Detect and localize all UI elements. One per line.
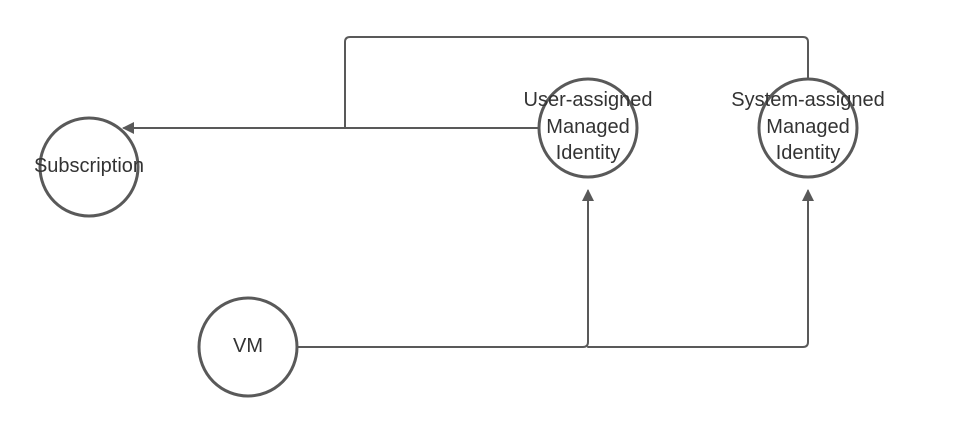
node-system-assigned-managed-identity[interactable]: System-assigned Managed Identity [731, 77, 885, 179]
edge-system-assigned-to-subscription [344, 36, 809, 129]
subscription-circle [38, 116, 140, 218]
subscription-label: Subscription [34, 155, 144, 177]
node-user-assigned-managed-identity[interactable]: User-assigned Managed Identity [524, 77, 653, 179]
user-assigned-circle [537, 77, 639, 179]
user-assigned-label-line3: Identity [556, 142, 620, 164]
vm-circle [197, 296, 299, 398]
edge-vm-to-user-assigned [297, 189, 594, 348]
system-assigned-label-line1: System-assigned [731, 89, 884, 111]
system-assigned-circle [757, 77, 859, 179]
vm-label: VM [233, 335, 263, 357]
user-assigned-label-line2: Managed [546, 116, 629, 138]
edge-vm-to-system-assigned [587, 189, 814, 348]
node-subscription[interactable]: Subscription [34, 116, 144, 218]
user-assigned-label-line1: User-assigned [524, 89, 653, 111]
node-vm[interactable]: VM [197, 296, 299, 398]
system-assigned-label-line3: Identity [776, 142, 840, 164]
system-assigned-label-line2: Managed [766, 116, 849, 138]
